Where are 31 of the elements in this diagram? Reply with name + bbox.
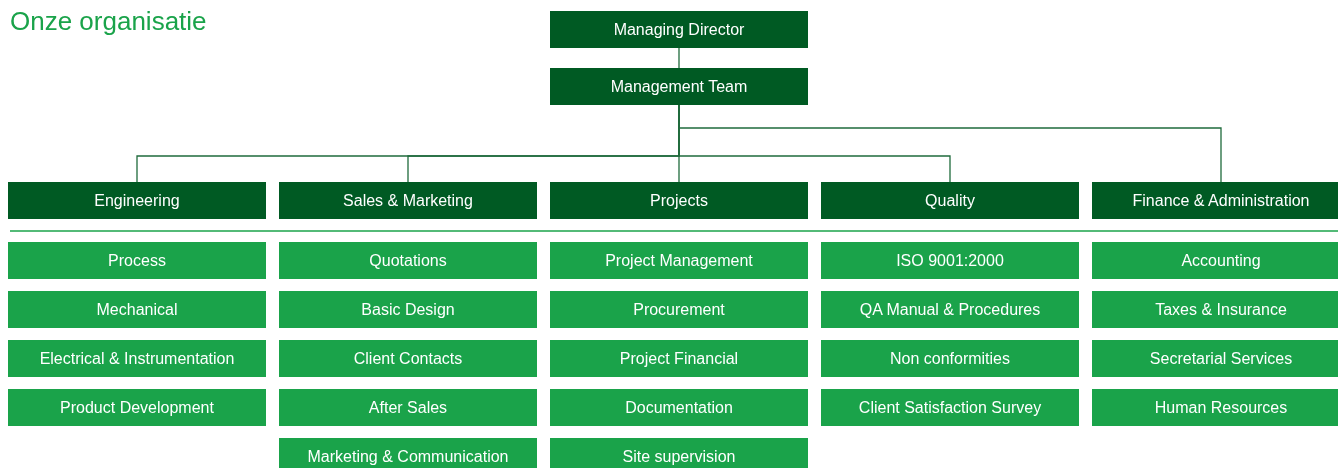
- management-box: Managing Director: [550, 11, 808, 48]
- unit-box: Quotations: [279, 242, 537, 279]
- unit-box: Project Financial: [550, 340, 808, 377]
- unit-box: Basic Design: [279, 291, 537, 328]
- connector-line: [678, 47, 680, 69]
- unit-box: Mechanical: [8, 291, 266, 328]
- department-box: Projects: [550, 182, 808, 219]
- department-box: Quality: [821, 182, 1079, 219]
- department-box: Engineering: [8, 182, 266, 219]
- unit-box: Taxes & Insurance: [1092, 291, 1338, 328]
- unit-box: Accounting: [1092, 242, 1338, 279]
- department-box: Sales & Marketing: [279, 182, 537, 219]
- management-box: Management Team: [550, 68, 808, 105]
- unit-box: Process: [8, 242, 266, 279]
- page-title: Onze organisatie: [10, 6, 207, 37]
- unit-box: Client Satisfaction Survey: [821, 389, 1079, 426]
- unit-box: Electrical & Instrumentation: [8, 340, 266, 377]
- unit-box: Procurement: [550, 291, 808, 328]
- department-box: Finance & Administration: [1092, 182, 1338, 219]
- unit-box: Product Development: [8, 389, 266, 426]
- unit-box: Documentation: [550, 389, 808, 426]
- unit-box: ISO 9001:2000: [821, 242, 1079, 279]
- unit-box: After Sales: [279, 389, 537, 426]
- unit-box: Human Resources: [1092, 389, 1338, 426]
- unit-box: Secretarial Services: [1092, 340, 1338, 377]
- unit-box: QA Manual & Procedures: [821, 291, 1079, 328]
- unit-box: Site supervision: [550, 438, 808, 468]
- unit-box: Marketing & Communication: [279, 438, 537, 468]
- unit-box: Project Management: [550, 242, 808, 279]
- unit-box: Non conformities: [821, 340, 1079, 377]
- unit-box: Client Contacts: [279, 340, 537, 377]
